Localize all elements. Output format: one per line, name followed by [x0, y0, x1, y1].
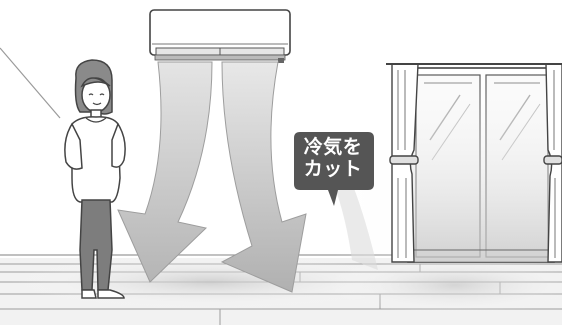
- callout-line-2: カット: [294, 158, 372, 180]
- curtain-left: [390, 64, 418, 262]
- callout-line-1: 冷気を: [294, 136, 372, 158]
- callout-text: 冷気を カット: [294, 136, 372, 180]
- air-conditioner-icon: [150, 10, 290, 63]
- sliding-window-icon: [408, 68, 554, 262]
